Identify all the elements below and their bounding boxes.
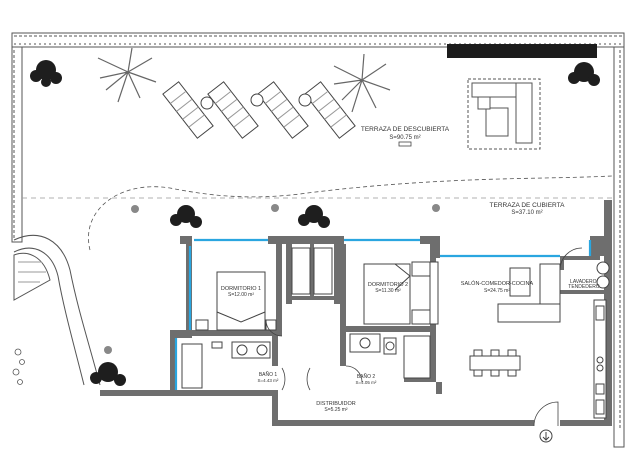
hedge-strip (447, 44, 597, 58)
dormitorio-1-name: DORMITORIO 1 (221, 286, 261, 292)
dormitorio-1-area: S=12.00 m² (228, 292, 254, 298)
label-lavadero: LAVADERO/ TENDEDERO (568, 279, 600, 290)
label-dormitorio-2: DORMITORIO 2 S=11.30 m² (368, 282, 408, 294)
palm-tree-right-icon (333, 53, 391, 113)
bano-1-name: BAÑO 1 (259, 371, 278, 378)
bano-1-area: S=4.43 m² (258, 378, 279, 383)
bed-dormitorio-2 (363, 261, 439, 325)
garden-curve (13, 235, 101, 386)
dining-table (469, 349, 521, 377)
lavadero-fixtures (596, 261, 610, 289)
pebble-border (11, 32, 625, 448)
tree-markers (104, 204, 440, 354)
bath-1-fixtures (181, 341, 271, 389)
terrace-covered-area: S=37.10 m² (511, 210, 542, 216)
label-dormitorio-1: DORMITORIO 1 S=12.00 m² (221, 286, 261, 298)
dashed-walkway (88, 175, 613, 251)
label-distribuidor: DISTRIBUIDOR S=5.25 m² (316, 401, 355, 413)
kitchen-counter (593, 299, 607, 419)
outdoor-lounge-set (467, 78, 541, 150)
terrace-covered-label: TERRAZA DE CUBIERTA S=37.10 m² (490, 202, 566, 216)
walls (100, 200, 612, 426)
salon-area: S=24.75 m² (484, 288, 510, 294)
terrace-uncovered-name: TERRAZA DE DESCUBIERTA (361, 126, 450, 133)
distribuidor-name: DISTRIBUIDOR (316, 401, 355, 407)
label-bano-2: BAÑO 2 S=4.05 m² (356, 373, 377, 385)
bano-2-area: S=4.05 m² (356, 380, 377, 385)
salon-name: SALÓN-COMEDOR-COCINA (461, 280, 534, 287)
sun-loungers (162, 81, 356, 139)
shrub-icons (30, 60, 600, 386)
dormitorio-2-name: DORMITORIO 2 (368, 282, 408, 288)
wardrobe-corridor (291, 247, 333, 295)
bano-2-name: BAÑO 2 (357, 373, 376, 380)
terrace-covered-name: TERRAZA DE CUBIERTA (490, 202, 566, 209)
doors (265, 247, 583, 427)
palm-tree-left-icon (97, 47, 157, 103)
pebble-clusters (12, 348, 25, 385)
terrace-uncovered-area: S=90.75 m² (389, 135, 420, 141)
terrace-uncovered-label: TERRAZA DE DESCUBIERTA S=90.75 m² (361, 126, 450, 147)
distribuidor-area: S=5.25 m² (324, 407, 348, 413)
bed-dormitorio-1 (195, 271, 277, 331)
bath-2-fixtures (349, 333, 431, 379)
glazing (174, 238, 592, 390)
label-salon: SALÓN-COMEDOR-COCINA S=24.75 m² (461, 280, 534, 294)
lavadero-name: LAVADERO/ (570, 279, 598, 285)
entrance-marker-icon (539, 429, 553, 443)
living-sofa (497, 263, 561, 323)
dormitorio-2-area: S=11.30 m² (375, 288, 401, 294)
label-bano-1: BAÑO 1 S=4.43 m² (258, 371, 279, 383)
lavadero-name-2: TENDEDERO (568, 284, 600, 290)
